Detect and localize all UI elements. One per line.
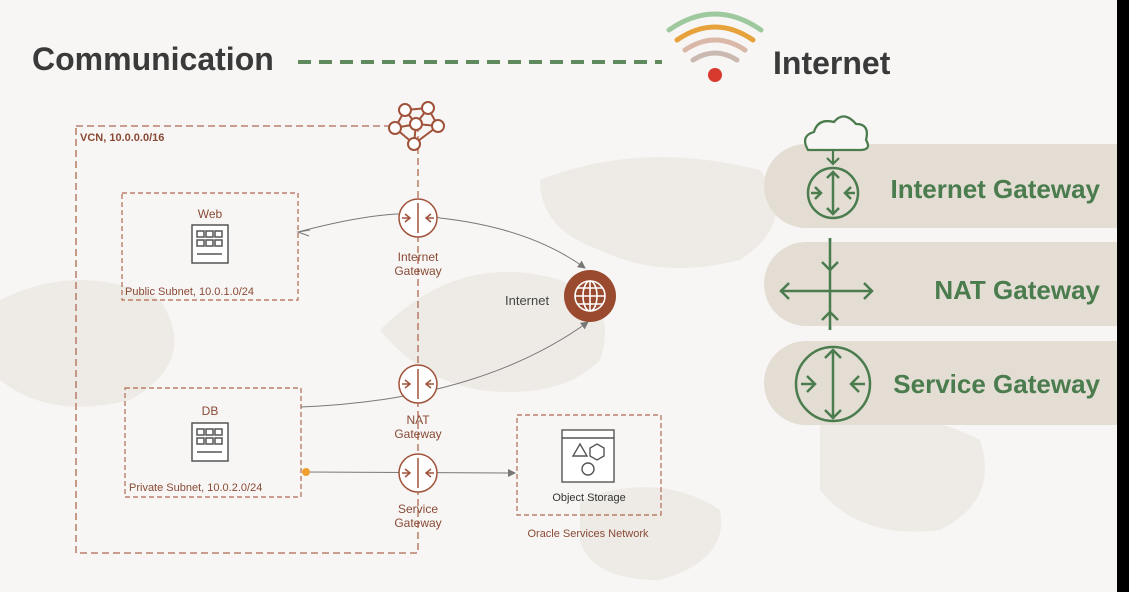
- object-storage-label: Object Storage: [552, 492, 626, 504]
- nat-gateway-router-icon: [398, 364, 438, 404]
- service-gateway-router-icon: [398, 453, 438, 493]
- service-gateway-label: Service Gateway: [378, 502, 458, 530]
- db-to-internet-path: [300, 321, 589, 408]
- public-subnet-label: Public Subnet, 10.0.1.0/24: [125, 286, 255, 298]
- world-map-background: [0, 157, 985, 580]
- internet-title: Internet: [773, 45, 891, 81]
- vcn-label: VCN, 10.0.0.0/16: [80, 132, 165, 144]
- nat-gateway-pill: [764, 242, 1129, 326]
- object-storage-icon: [561, 429, 615, 483]
- vcn-box: [75, 125, 419, 554]
- private-subnet-label: Private Subnet, 10.0.2.0/24: [129, 482, 263, 494]
- wifi-icon: [666, 11, 764, 82]
- service-gateway-label-line-1: Service: [397, 502, 438, 516]
- right-edge-bar: [1117, 0, 1129, 592]
- internet-gateway-label-line-1: Internet: [397, 250, 439, 264]
- db-label: DB: [201, 404, 219, 418]
- vcn-network-icon: [388, 101, 445, 151]
- communication-title: Communication: [32, 41, 274, 77]
- internet-globe-icon: [564, 270, 616, 322]
- db-server-icon: [191, 422, 229, 462]
- service-connection-dot: [302, 468, 310, 476]
- internet-gateway-router-icon: [398, 198, 438, 238]
- internet-label: Internet: [505, 293, 550, 308]
- private-subnet-box: [124, 387, 302, 498]
- internet-gateway-label-line-2: Gateway: [394, 264, 442, 278]
- nat-gateway-label-line-1: NAT: [406, 413, 430, 427]
- nat-gateway-label-line-2: Gateway: [394, 427, 442, 441]
- oracle-services-label: Oracle Services Network: [527, 528, 649, 540]
- internet-gateway-legend-label: Internet Gateway: [890, 174, 1100, 204]
- web-server-icon: [191, 224, 229, 264]
- nat-gateway-legend-label: NAT Gateway: [934, 275, 1100, 305]
- public-subnet-box: [121, 192, 299, 301]
- web-to-internet-path: [297, 213, 586, 269]
- internet-gateway-label: Internet Gateway: [378, 250, 458, 278]
- service-gateway-label-line-2: Gateway: [394, 516, 442, 530]
- web-label: Web: [197, 207, 223, 221]
- service-gateway-legend-label: Service Gateway: [893, 369, 1100, 399]
- nat-gateway-label: NAT Gateway: [378, 413, 458, 441]
- oracle-services-box: [516, 414, 662, 516]
